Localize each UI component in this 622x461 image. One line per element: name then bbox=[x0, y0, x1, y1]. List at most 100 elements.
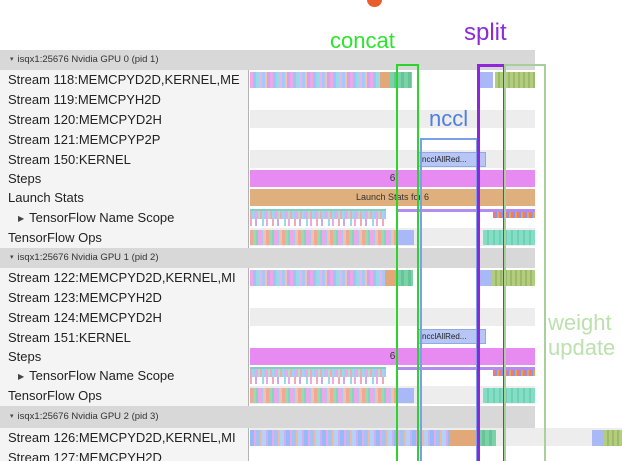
row-stream-126: Stream 126:MEMCPYD2D,KERNEL,MI bbox=[0, 428, 622, 448]
trace-lane bbox=[248, 308, 622, 328]
row-stream-151: Stream 151:KERNEL ncclAllRed... bbox=[0, 328, 622, 348]
row-label: ▶TensorFlow Name Scope bbox=[18, 368, 175, 383]
chevron-down-icon[interactable]: ▾ bbox=[10, 254, 14, 261]
row-background bbox=[250, 308, 535, 326]
steps-bar[interactable]: 6 bbox=[250, 170, 535, 187]
trace-bar[interactable] bbox=[390, 72, 412, 88]
trace-lane bbox=[248, 208, 622, 228]
row-stream-118: Stream 118:MEMCPYD2D,KERNEL,ME bbox=[0, 70, 622, 90]
trace-lane: ncclAllRed... bbox=[248, 328, 622, 348]
trace-lane: 6 bbox=[248, 170, 622, 188]
row-stream-122: Stream 122:MEMCPYD2D,KERNEL,MI bbox=[0, 268, 622, 288]
trace-lane bbox=[248, 70, 622, 90]
row-label: Stream 127:MEMCPYH2D bbox=[8, 450, 162, 461]
trace-bar[interactable] bbox=[493, 212, 535, 218]
trace-lane: Launch Stats for 6 bbox=[248, 188, 622, 208]
trace-bar[interactable] bbox=[250, 430, 450, 446]
row-stream-150: Stream 150:KERNEL ncclAllRed... bbox=[0, 150, 622, 170]
row-label: Stream 118:MEMCPYD2D,KERNEL,ME bbox=[8, 72, 240, 87]
trace-bar[interactable] bbox=[250, 367, 386, 377]
row-stream-123: Stream 123:MEMCPYH2D bbox=[0, 288, 622, 308]
trace-bar[interactable] bbox=[398, 230, 414, 245]
row-label: Stream 150:KERNEL bbox=[8, 152, 131, 167]
trace-bar[interactable] bbox=[604, 430, 622, 446]
header-text: ▾isqx1:25676 Nvidia GPU 1 (pid 2) bbox=[10, 252, 159, 263]
trace-bar[interactable] bbox=[479, 270, 492, 286]
header-text: ▾isqx1:25676 Nvidia GPU 2 (pid 3) bbox=[10, 411, 159, 422]
row-tf-ops-gpu0: TensorFlow Ops bbox=[0, 228, 622, 248]
trace-bar[interactable] bbox=[483, 230, 535, 245]
trace-lane bbox=[248, 130, 622, 150]
row-tf-ops-gpu1: TensorFlow Ops bbox=[0, 386, 622, 406]
steps-bar[interactable]: 6 bbox=[250, 348, 535, 365]
trace-bar[interactable] bbox=[495, 72, 535, 88]
trace-bar[interactable] bbox=[385, 270, 397, 286]
row-background bbox=[250, 110, 535, 128]
launch-stats-bar[interactable]: Launch Stats for 6 bbox=[250, 189, 535, 206]
trace-bar[interactable] bbox=[450, 430, 478, 446]
trace-lane bbox=[248, 110, 622, 130]
trace-bar[interactable] bbox=[397, 270, 413, 286]
row-label: Steps bbox=[8, 349, 42, 364]
row-launch-stats: Launch Stats Launch Stats for 6 bbox=[0, 188, 622, 208]
trace-lane bbox=[248, 448, 622, 461]
row-label: Stream 120:MEMCPYD2H bbox=[8, 112, 162, 127]
row-label: Stream 151:KERNEL bbox=[8, 330, 131, 345]
trace-bar[interactable] bbox=[483, 388, 535, 403]
trace-bar[interactable] bbox=[250, 377, 386, 384]
trace-bar[interactable] bbox=[478, 430, 496, 446]
row-label: Stream 123:MEMCPYH2D bbox=[8, 290, 162, 305]
row-label: Stream 126:MEMCPYD2D,KERNEL,MI bbox=[8, 430, 236, 445]
row-stream-124: Stream 124:MEMCPYD2H bbox=[0, 308, 622, 328]
trace-bar[interactable] bbox=[250, 219, 386, 226]
row-label: TensorFlow Ops bbox=[8, 388, 102, 403]
trace-lane bbox=[248, 386, 622, 406]
trace-lane: 6 bbox=[248, 348, 622, 366]
trace-bar[interactable] bbox=[250, 209, 386, 219]
row-stream-127: Stream 127:MEMCPYH2D bbox=[0, 448, 622, 461]
section-header-gpu1[interactable]: ▾isqx1:25676 Nvidia GPU 1 (pid 2) bbox=[0, 248, 622, 268]
row-background bbox=[250, 150, 535, 168]
section-header-gpu0[interactable]: ▾isqx1:25676 Nvidia GPU 0 (pid 1) bbox=[0, 50, 622, 70]
trace-bar[interactable] bbox=[250, 72, 380, 88]
trace-bar[interactable] bbox=[398, 388, 414, 403]
trace-bar[interactable] bbox=[250, 388, 397, 403]
row-stream-120: Stream 120:MEMCPYD2H bbox=[0, 110, 622, 130]
row-label: Stream 124:MEMCPYD2H bbox=[8, 310, 162, 325]
chevron-right-icon[interactable]: ▶ bbox=[18, 214, 25, 223]
trace-bar[interactable] bbox=[592, 430, 604, 446]
nccl-allreduce-bar[interactable]: ncclAllRed... bbox=[417, 152, 486, 167]
trace-bar[interactable] bbox=[250, 270, 385, 286]
row-label: ▶TensorFlow Name Scope bbox=[18, 210, 175, 225]
row-stream-121: Stream 121:MEMCPYP2P bbox=[0, 130, 622, 150]
nccl-allreduce-bar[interactable]: ncclAllRed... bbox=[417, 329, 486, 344]
chevron-right-icon[interactable]: ▶ bbox=[18, 372, 25, 381]
row-label: Steps bbox=[8, 171, 42, 186]
row-steps-gpu1: Steps 6 bbox=[0, 348, 622, 366]
row-label: Stream 119:MEMCPYH2D bbox=[8, 92, 161, 107]
header-band bbox=[0, 248, 535, 268]
trace-lane: ncclAllRed... bbox=[248, 150, 622, 170]
row-label: Stream 122:MEMCPYD2D,KERNEL,MI bbox=[8, 270, 236, 285]
row-label: Stream 121:MEMCPYP2P bbox=[8, 132, 161, 147]
row-label: TensorFlow Ops bbox=[8, 230, 102, 245]
trace-bar[interactable] bbox=[479, 72, 493, 88]
section-header-gpu2[interactable]: ▾isqx1:25676 Nvidia GPU 2 (pid 3) bbox=[0, 406, 622, 428]
trace-bar[interactable] bbox=[380, 72, 390, 88]
trace-lane bbox=[248, 90, 622, 110]
split-annotation-label: split bbox=[464, 19, 507, 46]
chevron-down-icon[interactable]: ▾ bbox=[10, 413, 14, 420]
trace-bar[interactable] bbox=[492, 270, 535, 286]
chevron-down-icon[interactable]: ▾ bbox=[10, 56, 14, 63]
row-label: Launch Stats bbox=[8, 190, 84, 205]
trace-lane bbox=[248, 228, 622, 248]
row-tf-name-scope-gpu1: ▶TensorFlow Name Scope bbox=[0, 366, 622, 386]
trace-bar[interactable] bbox=[493, 370, 535, 376]
trace-bar[interactable] bbox=[398, 209, 535, 212]
cropped-title-glyph bbox=[367, 0, 382, 7]
header-band bbox=[0, 406, 535, 428]
trace-bar[interactable] bbox=[250, 230, 397, 245]
trace-lane bbox=[248, 366, 622, 386]
trace-bar[interactable] bbox=[398, 367, 535, 370]
